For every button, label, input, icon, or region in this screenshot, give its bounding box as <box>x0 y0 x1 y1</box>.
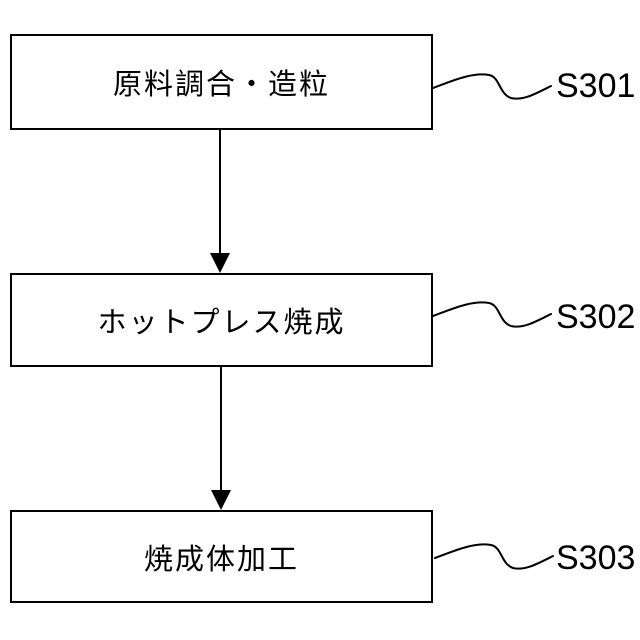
arrowhead-down-icon <box>210 253 230 273</box>
flow-box-step-1-label: 原料調合・造粒 <box>112 69 330 101</box>
arrow-step1-to-step2 <box>210 130 230 273</box>
step-id-label-s302: S302 <box>556 298 636 336</box>
flow-box-step-3-label: 焼成体加工 <box>143 543 299 576</box>
flow-box-step-1: 原料調合・造粒 <box>10 34 433 130</box>
step-id-label-s303: S303 <box>556 539 636 577</box>
lead-line-s302 <box>432 301 552 328</box>
flow-box-step-2-label: ホットプレス焼成 <box>97 307 346 339</box>
flow-box-step-2: ホットプレス焼成 <box>10 273 433 367</box>
arrow-step2-to-step3 <box>211 367 231 510</box>
lead-line-s301 <box>432 73 552 100</box>
step-id-label-s301: S301 <box>556 67 636 105</box>
arrowhead-down-icon <box>211 490 231 510</box>
lead-line-s303 <box>434 543 554 570</box>
flow-box-step-3: 焼成体加工 <box>10 510 433 603</box>
